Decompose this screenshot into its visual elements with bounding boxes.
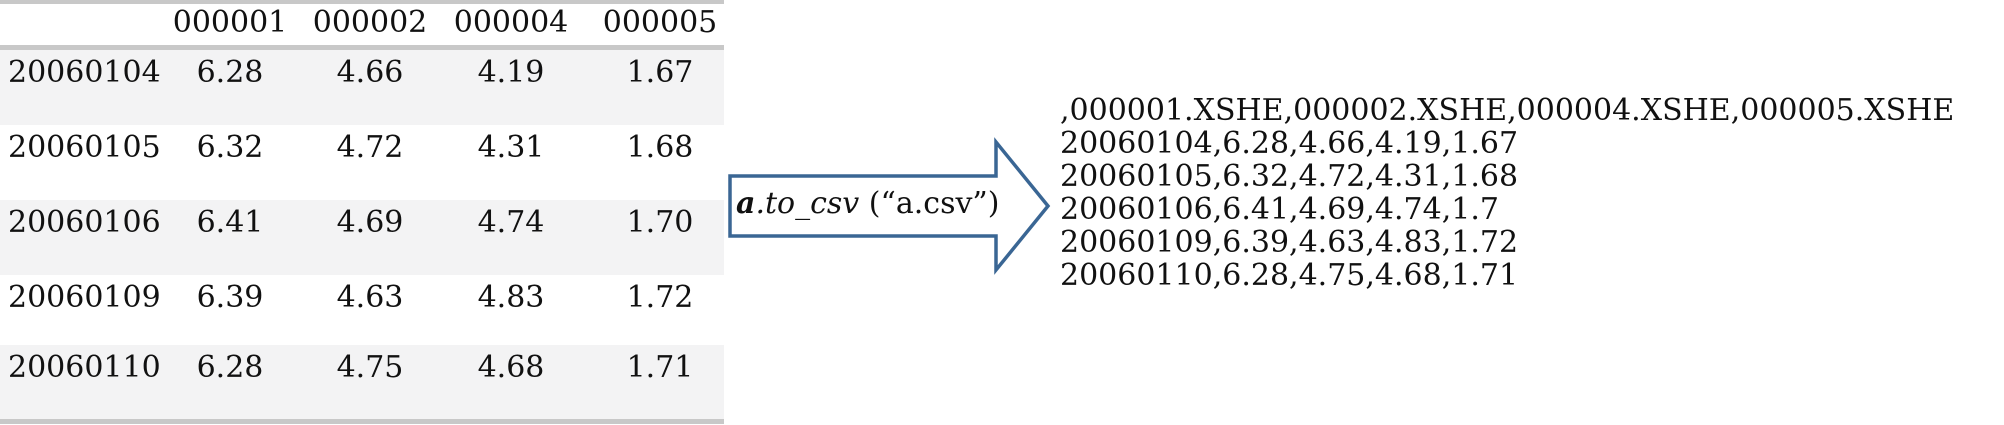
csv-line: 20060106,6.41,4.69,4.74,1.7 <box>1060 192 1499 227</box>
table-header-rule <box>0 45 724 50</box>
table-row: 20060109 6.39 4.63 4.83 1.72 <box>0 275 724 350</box>
table-row: 20060104 6.28 4.66 4.19 1.67 <box>0 50 724 125</box>
csv-header-line: ,000001.XSHE,000002.XSHE,000004.XSHE,000… <box>1060 93 1955 128</box>
to-csv-call-label: a.to_csv (“a.csv”) <box>736 184 999 224</box>
table-top-rule <box>0 0 724 4</box>
table-cell: 6.28 <box>196 55 264 90</box>
table-cell: 4.19 <box>477 55 545 90</box>
table-row: 20060105 6.32 4.72 4.31 1.68 <box>0 125 724 200</box>
table-cell: 4.83 <box>477 280 545 315</box>
csv-line: 20060105,6.32,4.72,4.31,1.68 <box>1060 159 1519 194</box>
row-index-cell: 20060104 <box>8 55 161 90</box>
header-cell: 000004 <box>453 5 569 40</box>
table-row: 20060106 6.41 4.69 4.74 1.70 <box>0 200 724 275</box>
table-cell: 4.66 <box>336 55 404 90</box>
table-cell: 4.31 <box>477 130 545 165</box>
row-index-cell: 20060105 <box>8 130 161 165</box>
table-cell: 4.74 <box>477 205 545 240</box>
row-index-cell: 20060109 <box>8 280 161 315</box>
dataframe-variable: a <box>736 186 756 221</box>
method-name: .to_csv <box>755 186 860 221</box>
table-cell: 1.68 <box>626 130 694 165</box>
csv-file-contents: ,000001.XSHE,000002.XSHE,000004.XSHE,000… <box>1060 94 2000 292</box>
row-index-cell: 20060106 <box>8 205 161 240</box>
table-cell: 6.32 <box>196 130 264 165</box>
header-cell: 000005 <box>602 5 718 40</box>
table-bottom-rule <box>0 419 724 424</box>
table-cell: 1.67 <box>626 55 694 90</box>
row-index-cell: 20060110 <box>8 350 161 385</box>
table-cell: 4.75 <box>336 350 404 385</box>
table-cell: 1.70 <box>626 205 694 240</box>
table-cell: 4.68 <box>477 350 545 385</box>
dataframe-table: 000001 000002 000004 000005 20060104 6.2… <box>0 0 724 425</box>
right-arrow-icon <box>728 137 1051 275</box>
csv-line: 20060109,6.39,4.63,4.83,1.72 <box>1060 225 1519 260</box>
csv-line: 20060104,6.28,4.66,4.19,1.67 <box>1060 126 1519 161</box>
table-cell: 1.72 <box>626 280 694 315</box>
arrow-outline <box>728 137 1051 275</box>
method-arguments: (“a.csv”) <box>859 186 1000 221</box>
table-cell: 6.28 <box>196 350 264 385</box>
csv-line: 20060110,6.28,4.75,4.68,1.71 <box>1060 258 1519 293</box>
table-cell: 1.71 <box>626 350 694 385</box>
table-row: 20060110 6.28 4.75 4.68 1.71 <box>0 345 724 419</box>
table-cell: 4.72 <box>336 130 404 165</box>
header-cell: 000001 <box>172 5 288 40</box>
table-cell: 6.39 <box>196 280 264 315</box>
table-cell: 4.63 <box>336 280 404 315</box>
table-cell: 6.41 <box>196 205 264 240</box>
table-cell: 4.69 <box>336 205 404 240</box>
header-cell: 000002 <box>312 5 428 40</box>
